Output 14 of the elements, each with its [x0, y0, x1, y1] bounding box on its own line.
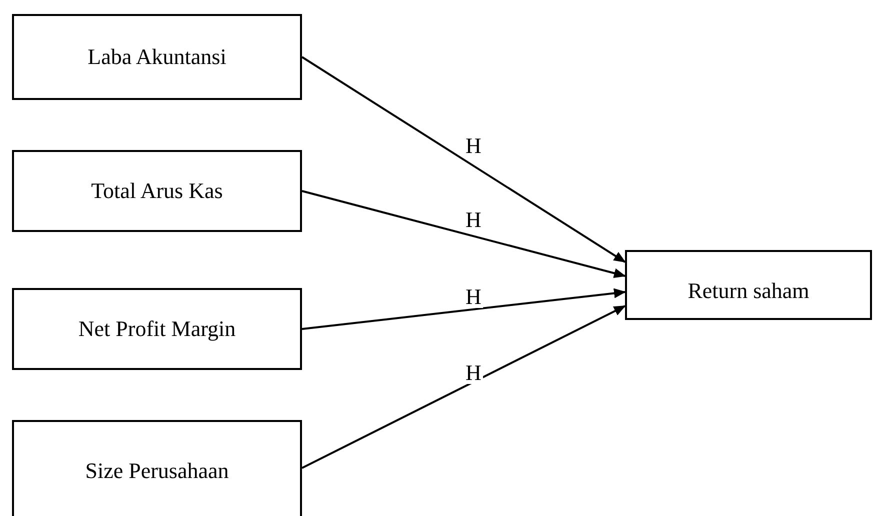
arrow [302, 288, 626, 330]
variable-box [12, 150, 302, 232]
variable-name: Total Arus Kas [91, 178, 223, 204]
variable-name: Return saham [688, 278, 810, 304]
variable-box [12, 288, 302, 370]
variable-box [12, 14, 302, 100]
variable-box [12, 420, 302, 516]
arrow [301, 56, 626, 263]
variable-name: Laba Akuntansi [88, 44, 226, 70]
arrow [302, 305, 626, 469]
arrow [302, 190, 626, 278]
variable-name: Net Profit Margin [78, 316, 236, 342]
variable-box [625, 250, 872, 320]
variable-name: Size Perusahaan [85, 458, 229, 484]
